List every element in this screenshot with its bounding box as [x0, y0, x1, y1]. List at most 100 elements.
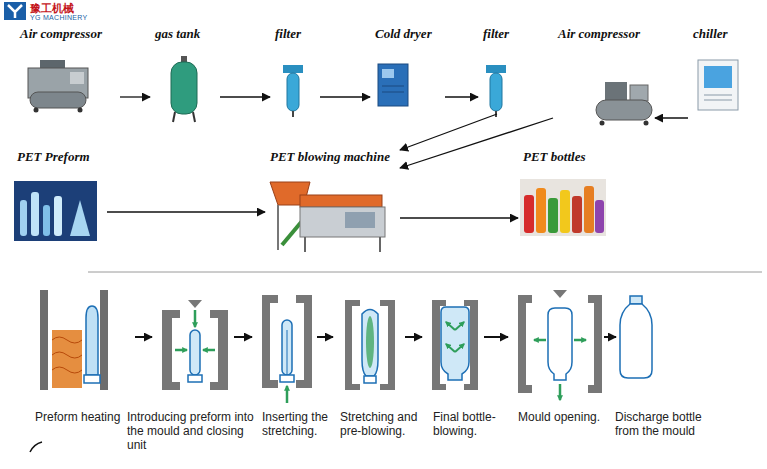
heating-step-image-part [84, 375, 100, 383]
flow-arrow [400, 114, 497, 150]
filter-image-part [486, 65, 506, 73]
gas-tank-image-part [171, 62, 197, 114]
filter-image-part [283, 65, 303, 73]
filter-image [486, 65, 506, 117]
equipment-node: filter [270, 22, 320, 117]
final-blow-step-image-part [441, 307, 469, 380]
equipment-label: PET Preform [12, 145, 107, 164]
equipment-node: Air compressor [15, 22, 120, 112]
equipment-label: chiller [688, 22, 748, 41]
equipment-label: Air compressor [553, 22, 655, 41]
cold-dryer-image-part [382, 92, 404, 93]
flow-arrow [405, 336, 422, 338]
blowing-machine-photo-part [300, 195, 382, 207]
flow-arrow [220, 96, 270, 97]
step-caption: Final bottle-blowing. [433, 410, 505, 438]
flow-arrow [120, 96, 150, 97]
gas-tank-image-part [173, 112, 175, 122]
heating-step-image-part [52, 337, 82, 373]
closing-step-image [162, 300, 228, 390]
chiller-image-part [704, 100, 732, 101]
logo-icon [4, 2, 26, 20]
stretch-rod-step-image-part [296, 295, 312, 388]
equipment-node: PET blowing machine [265, 145, 400, 253]
step-caption: Mould opening. [518, 410, 608, 424]
discharged-bottle-image-part [620, 304, 652, 378]
gas-tank-image-part [193, 112, 195, 122]
preform-photo-part [14, 181, 97, 241]
equipment-node: gas tank [150, 22, 220, 122]
air-compressor-image-part [630, 85, 648, 101]
flow-arrow [604, 336, 616, 338]
discharged-bottle-image [620, 296, 652, 378]
stretch-rod-step-image [262, 295, 312, 403]
equipment-node: filter [478, 22, 523, 114]
mould-open-step-image-part [548, 308, 572, 380]
air-compressor-image-part [30, 92, 86, 108]
stretch-rod-step-image-part [262, 295, 278, 388]
step-caption: Preform heating [35, 410, 130, 424]
equipment-label: Air compressor [15, 22, 120, 41]
filter-image-part [495, 111, 497, 117]
blowing-machine-photo-part [304, 237, 306, 252]
air-compressor-image [596, 82, 652, 126]
mould-open-step-image [518, 290, 602, 400]
heating-step-image-part [86, 306, 98, 375]
closing-step-image-part [188, 300, 202, 308]
stretch-rod-step-image-part [287, 330, 288, 375]
process-step: Final bottle-blowing. [422, 290, 484, 400]
heating-step-image-part [100, 290, 108, 390]
filter-image-part [287, 73, 299, 111]
step-caption: Inserting the stretching. [262, 410, 340, 438]
final-blow-step-image-part [446, 344, 455, 352]
preform-photo [14, 181, 97, 241]
bottles-photo-part [524, 195, 534, 233]
pre-blow-step-image [345, 300, 395, 390]
blowing-machine-photo [270, 182, 385, 252]
process-step: Stretching and pre-blowing. [333, 290, 405, 400]
equipment-node: chiller [688, 22, 748, 122]
process-step: Inserting the stretching. [252, 290, 317, 400]
heating-step-image [40, 290, 108, 390]
blowing-machine-photo-part [300, 207, 385, 237]
flow-arrow [317, 336, 333, 338]
pre-blow-step-image-part [364, 376, 376, 383]
flow-arrow [320, 96, 370, 97]
mould-open-step-image-part [534, 339, 546, 342]
equipment-label: Cold dryer [370, 22, 445, 41]
equipment-node: Cold dryer [370, 22, 445, 112]
final-blow-step-image-part [455, 344, 464, 352]
air-compressor-image-part [605, 82, 627, 102]
equipment-label: gas tank [150, 22, 220, 41]
final-blow-step-image-part [446, 322, 455, 330]
cold-dryer-image [378, 64, 408, 106]
pre-blow-step-image-part [380, 300, 395, 390]
filter-image [283, 65, 303, 117]
air-compressor-image-part [34, 108, 39, 113]
closing-step-image-part [175, 349, 187, 352]
air-compressor-image-part [644, 121, 649, 126]
pre-blow-step-image-part [366, 316, 374, 368]
blowing-machine-photo-part [277, 205, 279, 250]
process-step: Preform heating [35, 290, 135, 400]
stretch-rod-step-image-part [286, 386, 289, 403]
cold-dryer-image-part [382, 69, 394, 78]
preform-photo-part [54, 196, 62, 236]
pre-blow-step-image-part [362, 310, 378, 377]
stretch-rod-step-image-part [280, 375, 294, 382]
mould-open-step-image-part [588, 295, 602, 393]
cold-dryer-image-part [378, 64, 408, 106]
gas-tank-image [171, 56, 197, 122]
equipment-label: PET bottles [518, 145, 613, 164]
corner-mark [30, 442, 42, 452]
bottles-photo-part [595, 200, 604, 233]
discharged-bottle-image-part [630, 296, 642, 304]
closing-step-image-part [203, 349, 215, 352]
closing-step-image-part [194, 310, 197, 327]
bottles-photo-part [584, 186, 594, 233]
air-compressor-image-part [70, 72, 84, 84]
process-step: Introducing preform into the mould and c… [152, 290, 234, 400]
mould-open-step-image-part [559, 384, 562, 400]
